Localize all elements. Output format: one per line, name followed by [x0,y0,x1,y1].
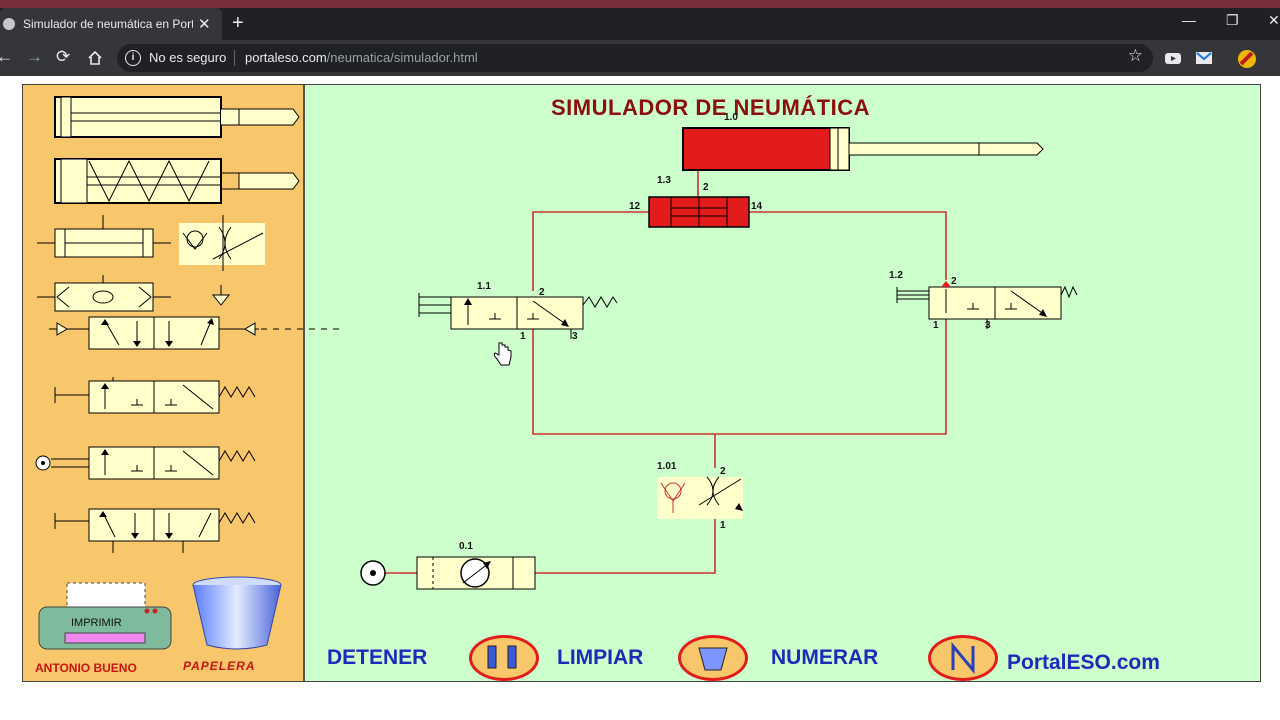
close-window-icon[interactable]: ✕ [1268,12,1280,28]
n-letter-icon [951,641,975,675]
window-top-strip [0,0,1280,8]
valve-1-2[interactable] [896,281,1078,329]
cylinder-1-0[interactable] [682,127,1044,171]
tab-title: Simulador de neumática en Porta [23,17,193,31]
close-tab-icon[interactable]: ✕ [198,16,211,33]
mail-extension-icon[interactable] [1195,49,1213,67]
omnibox-separator [234,50,235,66]
main-valve-1-3[interactable] [648,196,750,228]
stop-button-label[interactable]: DETENER [327,646,428,669]
home-icon[interactable] [87,50,103,66]
browser-tab[interactable]: Simulador de neumática en Porta ✕ [0,8,222,40]
double-acting-cylinder-symbol[interactable] [53,93,303,143]
label-1-01: 1.01 [657,461,677,472]
shuttle-valve-symbol[interactable] [37,213,177,273]
security-status: No es seguro [149,50,227,65]
label-1-2: 1.2 [889,270,903,281]
pilot-5-2-valve-symbol[interactable] [49,311,339,355]
circuit-canvas[interactable] [303,85,1260,681]
label-0-1: 0.1 [459,541,473,552]
label-1-0: 1.0 [724,112,738,123]
tab-bar: Simulador de neumática en Porta ✕ + — ❐ … [0,8,1280,40]
push-button-3-2-valve-symbol[interactable] [53,377,263,417]
simulator-app: IMPRIMIR ANTONIO BUENO PAPELERA SIMULADO… [22,84,1261,682]
exhaust-symbol[interactable] [209,285,233,309]
printer-icon[interactable] [35,581,175,653]
clear-button-label[interactable]: LIMPIAR [557,646,644,669]
label-1-3: 1.3 [657,175,671,186]
label-1-2-port-1: 1 [933,320,939,331]
trash-bin-icon[interactable] [189,575,285,651]
forward-icon[interactable]: → [26,47,43,66]
hand-cursor-icon [493,342,512,366]
label-1-1-port-3: 3 [572,331,578,342]
label-1-3-port-12: 12 [629,201,641,212]
label-1-01-port-1: 1 [720,520,726,531]
label-1-1: 1.1 [477,281,491,292]
label-1-3-port-2: 2 [703,182,709,193]
label-1-1-port-1: 1 [520,331,526,342]
flow-valve-1-01[interactable] [657,476,743,519]
label-1-01-port-2: 2 [720,466,726,477]
label-1-3-port-14: 14 [751,201,763,212]
url-host: portaleso.com [245,50,327,65]
valve-1-1[interactable] [418,293,618,339]
address-bar[interactable]: i No es seguro portaleso.com/neumatica/s… [117,44,1153,72]
number-button[interactable] [928,635,998,681]
globe-icon [3,18,15,30]
browser-toolbar: ← → ⟳ i No es seguro portaleso.com/neuma… [0,40,1280,76]
two-pressure-valve-symbol[interactable] [37,275,177,315]
component-palette: IMPRIMIR ANTONIO BUENO PAPELERA [23,85,339,681]
reload-icon[interactable]: ⟳ [56,47,71,66]
author-label: ANTONIO BUENO [35,661,137,675]
service-unit-0-1[interactable] [360,556,536,590]
brand-logo[interactable]: PortalESO.com [1007,651,1160,674]
back-icon[interactable]: ← [0,47,13,66]
bookmark-star-icon[interactable]: ☆ [1127,46,1143,65]
minimize-icon[interactable]: — [1182,12,1196,28]
youtube-extension-icon[interactable] [1164,49,1182,67]
single-acting-cylinder-symbol[interactable] [53,155,303,211]
trash-label: PAPELERA [183,659,256,673]
flow-control-symbol[interactable] [177,213,267,273]
new-tab-button[interactable]: + [232,12,244,34]
bucket-icon [698,647,728,671]
clear-button[interactable] [678,635,748,681]
stop-button[interactable] [469,635,539,681]
label-1-2-port-3: 3 [985,320,991,331]
url-text[interactable]: portaleso.com/neumatica/simulador.html [245,50,478,65]
print-button[interactable]: IMPRIMIR [71,617,122,629]
push-button-5-2-valve-symbol[interactable] [53,503,263,555]
label-1-2-port-2: 2 [951,276,957,287]
restore-icon[interactable]: ❐ [1226,12,1239,28]
roller-3-2-valve-symbol[interactable] [33,439,273,485]
number-button-label[interactable]: NUMERAR [771,646,879,669]
label-1-1-port-2: 2 [539,287,545,298]
info-icon[interactable]: i [125,50,141,66]
page-title: SIMULADOR DE NEUMÁTICA [551,95,870,120]
url-path: /neumatica/simulador.html [326,50,478,65]
profile-avatar[interactable] [1237,49,1257,69]
pause-icon [487,645,517,669]
